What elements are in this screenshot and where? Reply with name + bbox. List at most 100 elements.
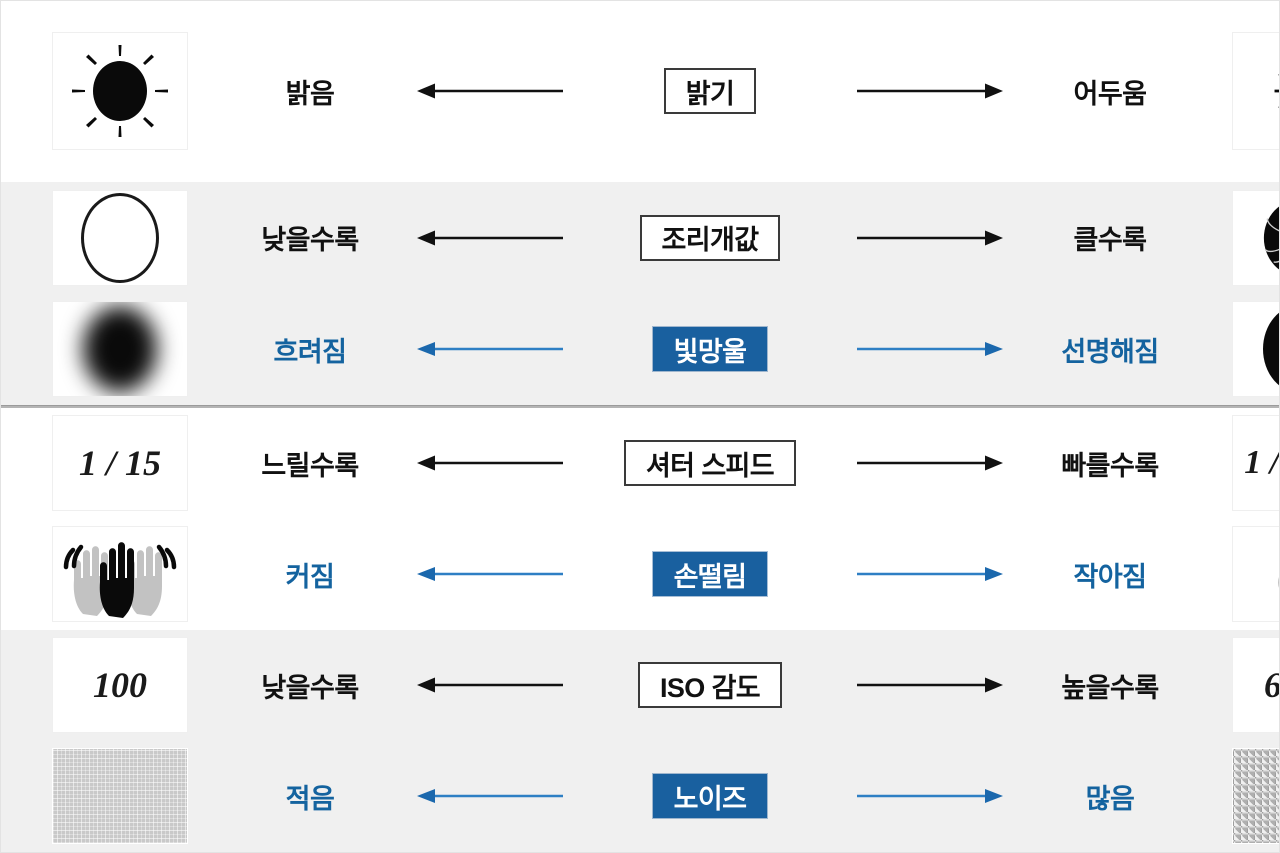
left-label-aperture: 낮을수록 xyxy=(261,225,359,255)
right-arrow-cell xyxy=(840,673,1020,697)
right-arrow-cell xyxy=(840,562,1020,586)
arrow-left-icon xyxy=(417,230,563,245)
iso-high-value: 6400 xyxy=(1264,664,1280,706)
thumb-cell-right xyxy=(1200,301,1280,397)
thumb-cell-left: 1 / 15 xyxy=(20,415,220,511)
open-circle-thumb xyxy=(52,189,188,286)
thumb-cell-right xyxy=(1200,526,1280,622)
chip-cell: ISO 감도 xyxy=(580,662,840,708)
right-arrow-cell xyxy=(840,451,1020,475)
sun-large-icon xyxy=(72,45,168,137)
left-label-cell: 느릴수록 xyxy=(220,444,400,483)
thumb-cell-right xyxy=(1200,748,1280,844)
left-label-cell: 커짐 xyxy=(220,555,400,594)
chip-iso[interactable]: ISO 감도 xyxy=(637,662,783,708)
sun-small-icon xyxy=(1274,72,1280,110)
arrow-left-icon xyxy=(417,342,563,356)
left-arrow-cell xyxy=(400,673,580,697)
row-shutter-value: 1 / 15 느릴수록 셔터 스피드 xyxy=(20,408,1280,518)
left-arrow-cell xyxy=(400,562,580,586)
right-label-cell: 어두움 xyxy=(1020,72,1200,111)
thumb-cell-right xyxy=(1200,189,1280,286)
right-arrow-cell xyxy=(840,226,1020,250)
arrow-left-icon xyxy=(417,677,563,693)
left-arrow-cell xyxy=(400,337,580,361)
shaking-hand-thumb xyxy=(52,526,188,622)
sun-large-thumb xyxy=(52,32,188,150)
left-arrow-cell xyxy=(400,451,580,475)
left-label-cell: 흐려짐 xyxy=(220,330,400,369)
left-arrow-cell xyxy=(400,784,580,808)
left-arrow-cell xyxy=(400,79,580,103)
right-label-handshake: 작아짐 xyxy=(1073,561,1147,592)
chip-noise[interactable]: 노이즈 xyxy=(652,774,768,818)
chip-shutter-speed[interactable]: 셔터 스피드 xyxy=(623,440,797,486)
row-bokeh: 흐려짐 빛망울 선명해짐 xyxy=(20,293,1280,405)
sharp-bokeh-thumb xyxy=(1232,301,1280,397)
right-label-bokeh: 선명해짐 xyxy=(1061,336,1159,367)
aperture-blades-thumb xyxy=(1232,189,1280,286)
thumb-cell-right: 6400 xyxy=(1200,637,1280,733)
arrow-left-icon xyxy=(417,789,563,803)
left-label-iso: 낮을수록 xyxy=(261,672,359,703)
left-label-cell: 밝음 xyxy=(220,72,400,111)
left-label-brightness: 밝음 xyxy=(285,78,335,109)
right-arrow-cell xyxy=(840,784,1020,808)
shutter-slow-value: 1 / 15 xyxy=(78,443,161,483)
thumb-cell-right: 1 / 2000 xyxy=(1200,415,1280,511)
right-label-cell: 작아짐 xyxy=(1020,555,1200,594)
left-label-bokeh: 흐려짐 xyxy=(273,336,347,367)
steady-hand-icon xyxy=(1278,558,1280,595)
chip-bokeh[interactable]: 빛망울 xyxy=(652,327,768,371)
arrow-left-icon xyxy=(417,567,563,581)
right-label-cell: 클수록 xyxy=(1020,218,1200,257)
steady-hand-thumb xyxy=(1232,526,1280,622)
thumb-cell-left xyxy=(20,526,220,622)
arrow-right-icon xyxy=(857,230,1003,245)
row-aperture-value: 낮을수록 조리개값 클수록 xyxy=(20,182,1280,293)
arrow-right-icon xyxy=(857,677,1003,693)
section-iso: 100 낮을수록 ISO 감도 높 xyxy=(0,630,1280,852)
arrow-right-icon xyxy=(857,342,1003,356)
chip-cell: 셔터 스피드 xyxy=(580,440,840,486)
arrow-right-icon xyxy=(857,567,1003,581)
arrow-right-icon xyxy=(857,83,1003,99)
row-iso-value: 100 낮을수록 ISO 감도 높 xyxy=(20,630,1280,740)
chip-handshake[interactable]: 손떨림 xyxy=(652,552,768,596)
row-brightness: 밝음 밝기 어두움 xyxy=(20,0,1280,182)
chip-cell: 노이즈 xyxy=(580,774,840,818)
right-label-iso: 높을수록 xyxy=(1061,672,1159,703)
chip-brightness[interactable]: 밝기 xyxy=(663,68,757,114)
section-brightness: 밝음 밝기 어두움 xyxy=(0,0,1280,182)
right-label-shutter: 빠를수록 xyxy=(1061,450,1159,481)
thumb-cell-left xyxy=(20,189,220,286)
thumb-cell-left: 100 xyxy=(20,637,220,733)
arrow-left-icon xyxy=(417,455,563,471)
chip-cell: 밝기 xyxy=(580,68,840,114)
coarse-grain-thumb xyxy=(1232,748,1280,844)
arrow-right-icon xyxy=(857,455,1003,471)
section-shutter-speed: 1 / 15 느릴수록 셔터 스피드 xyxy=(0,408,1280,630)
shutter-fast-thumb: 1 / 2000 xyxy=(1232,415,1280,511)
right-label-noise: 많음 xyxy=(1085,783,1135,814)
section-divider xyxy=(0,405,1280,408)
right-label-cell: 선명해짐 xyxy=(1020,330,1200,369)
shutter-slow-thumb: 1 / 15 xyxy=(52,415,188,511)
thumb-cell-left xyxy=(20,32,220,150)
right-arrow-cell xyxy=(840,79,1020,103)
left-label-shutter: 느릴수록 xyxy=(261,450,359,481)
chip-cell: 조리개값 xyxy=(580,214,840,261)
coarse-grain-icon xyxy=(1233,749,1280,843)
left-label-cell: 적음 xyxy=(220,777,400,816)
right-label-aperture: 클수록 xyxy=(1073,225,1147,255)
left-arrow-cell xyxy=(400,226,580,250)
iso-high-thumb: 6400 xyxy=(1232,637,1280,733)
left-label-noise: 적음 xyxy=(285,783,335,814)
blurred-bokeh-thumb xyxy=(52,301,188,397)
aperture-blades-icon xyxy=(1263,205,1280,270)
right-label-brightness: 어두움 xyxy=(1073,78,1147,109)
chip-aperture-value[interactable]: 조리개값 xyxy=(639,214,781,261)
iso-low-thumb: 100 xyxy=(52,637,188,733)
thumb-cell-left xyxy=(20,301,220,397)
blurred-bokeh-icon xyxy=(83,306,157,392)
